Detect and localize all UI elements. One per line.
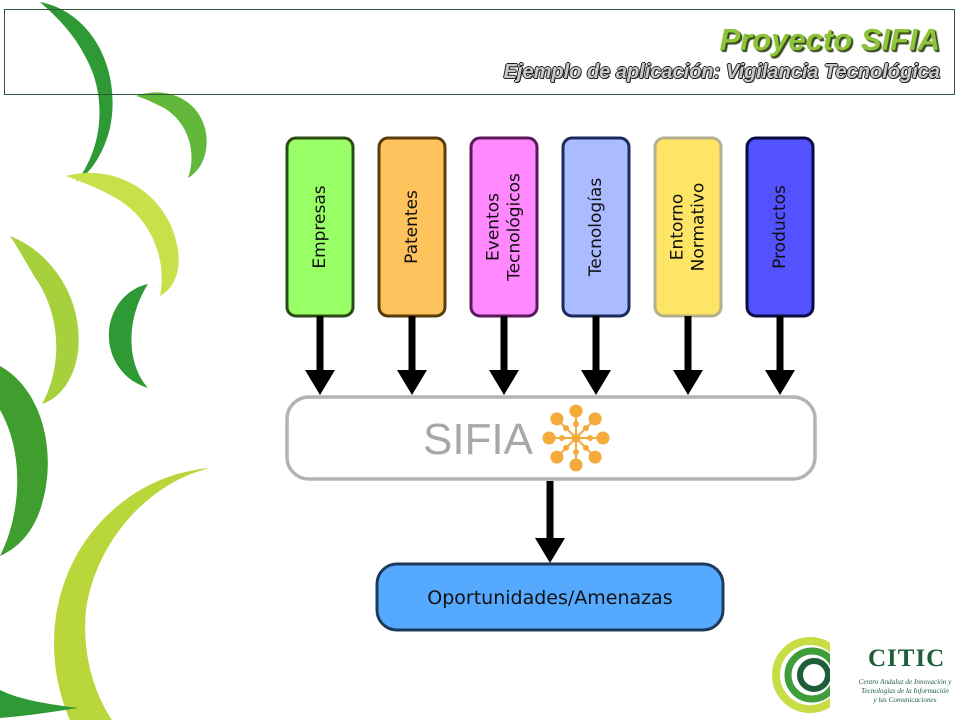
input-box: Empresas	[285, 136, 355, 318]
sifia-icon-outer-dot	[569, 404, 583, 418]
sifia-icon-inner-dot	[573, 421, 579, 427]
crescent-dark-left	[0, 366, 48, 556]
input-box-label: Normativo	[689, 183, 709, 272]
citic-logo-subtitle-line: Tecnologías de la Información	[861, 687, 949, 695]
input-box-label: Tecnológicos	[505, 173, 525, 282]
arrows	[305, 316, 795, 563]
citic-logo-subtitle-line: Centro Andaluz de Innovación y	[858, 678, 952, 686]
sifia-icon-outer-dot	[596, 431, 610, 445]
crescent-dark-top	[40, 2, 113, 182]
sifia-network-icon	[542, 404, 610, 472]
input-arrowhead	[305, 370, 335, 395]
citic-logo-subtitle-line: y las Comunicaciones	[873, 696, 937, 704]
crescent-light-big	[54, 468, 211, 720]
sifia-icon-inner-dot	[582, 425, 589, 432]
crescent-light-2	[10, 236, 79, 404]
crescent-dark-bottom	[0, 690, 78, 718]
input-arrowhead	[397, 370, 427, 395]
input-arrowhead	[489, 370, 519, 395]
input-arrowhead	[673, 370, 703, 395]
citic-logo-emblem	[772, 637, 850, 713]
output-box: Oportunidades/Amenazas	[375, 562, 725, 632]
input-box-label: Empresas	[310, 185, 330, 268]
sifia-icon-inner-dot	[582, 444, 589, 451]
sifia-icon-outer-dot	[550, 450, 564, 464]
sifia-icon-outer-dot	[542, 431, 556, 445]
input-box-label: Productos	[770, 185, 790, 269]
sifia-icon-outer-dot	[588, 412, 602, 426]
citic-logo: CITIC Centro Andaluz de Innovación y Tec…	[770, 637, 955, 713]
sifia-icon-center-dot	[571, 433, 581, 443]
sifia-icon-inner-dot	[587, 435, 593, 441]
input-box: Patentes	[377, 136, 447, 318]
sifia-icon-outer-dot	[588, 450, 602, 464]
input-box-label: Eventos	[484, 193, 504, 261]
input-box: Productos	[745, 136, 815, 318]
page-subtitle: Ejemplo de aplicación: Vigilancia Tecnol…	[503, 61, 940, 83]
sifia-icon-inner-dot	[563, 444, 570, 451]
input-box: Tecnologías	[561, 136, 631, 318]
title-banner: Proyecto SIFIA Ejemplo de aplicación: Vi…	[4, 9, 955, 95]
input-arrowhead	[765, 370, 795, 395]
input-box-label: Tecnologías	[586, 178, 606, 278]
sifia-icon-inner-dot	[559, 435, 565, 441]
sifia-system-box: SIFIA	[285, 395, 817, 481]
output-box-label: Oportunidades/Amenazas	[427, 587, 672, 609]
citic-logo-subtitle: Centro Andaluz de Innovación y Tecnologí…	[856, 678, 954, 705]
sifia-icon-inner-dot	[563, 425, 570, 432]
sifia-system-label: SIFIA	[423, 415, 534, 464]
input-box-label: Patentes	[402, 190, 422, 264]
page-title: Proyecto SIFIA	[719, 22, 941, 57]
citic-logo-name: CITIC	[868, 645, 946, 672]
sifia-icon-outer-dot	[550, 412, 564, 426]
output-arrowhead	[535, 538, 565, 563]
crescent-dark-top-2	[136, 92, 207, 178]
sifia-icon-outer-dot	[569, 458, 583, 472]
crescent-light-1	[66, 172, 179, 296]
input-arrowhead	[581, 370, 611, 395]
crescent-dark-mid	[108, 284, 148, 388]
sifia-icon-inner-dot	[573, 449, 579, 455]
input-box-label: Entorno	[668, 194, 688, 260]
